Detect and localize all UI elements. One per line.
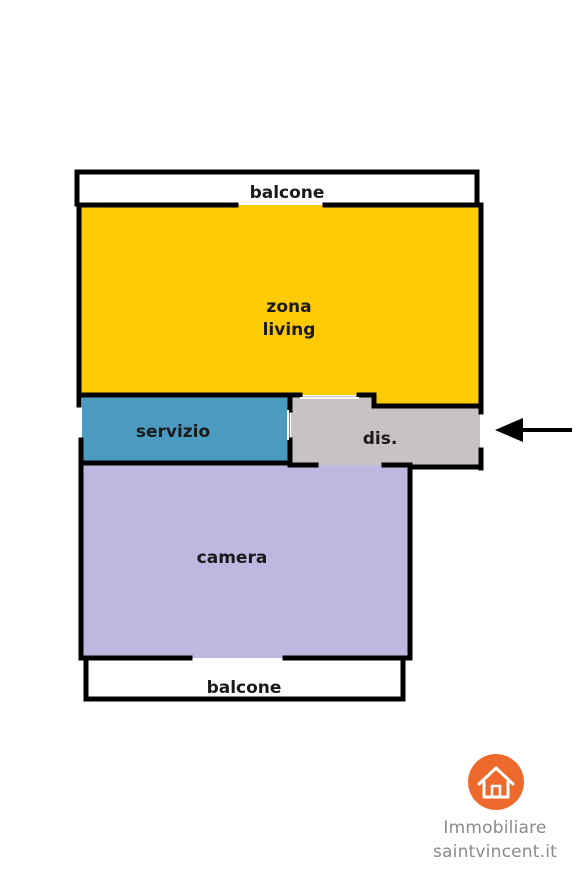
- camera-label: camera: [197, 548, 268, 568]
- dis-area: [291, 396, 480, 465]
- dis-label: dis.: [363, 429, 398, 449]
- camera-area: [83, 465, 411, 658]
- zona-living-area: [79, 205, 481, 395]
- zona-living-label-line2: living: [263, 320, 316, 340]
- zona-living-label-line1: zona: [266, 297, 311, 317]
- house-icon: [468, 754, 524, 810]
- servizio-area: [82, 396, 290, 463]
- balcone-bottom-area: [86, 659, 403, 699]
- balcone-bottom-label: balcone: [207, 678, 282, 698]
- balcone-top-area: [77, 172, 477, 204]
- balcone-top-label: balcone: [250, 183, 325, 203]
- logo-text-line2: saintvincent.it: [432, 842, 558, 862]
- servizio-label: servizio: [136, 422, 210, 442]
- arrow-left-icon: [495, 418, 572, 442]
- logo-text-line1: Immobiliare: [443, 818, 547, 838]
- walls: [74, 169, 484, 702]
